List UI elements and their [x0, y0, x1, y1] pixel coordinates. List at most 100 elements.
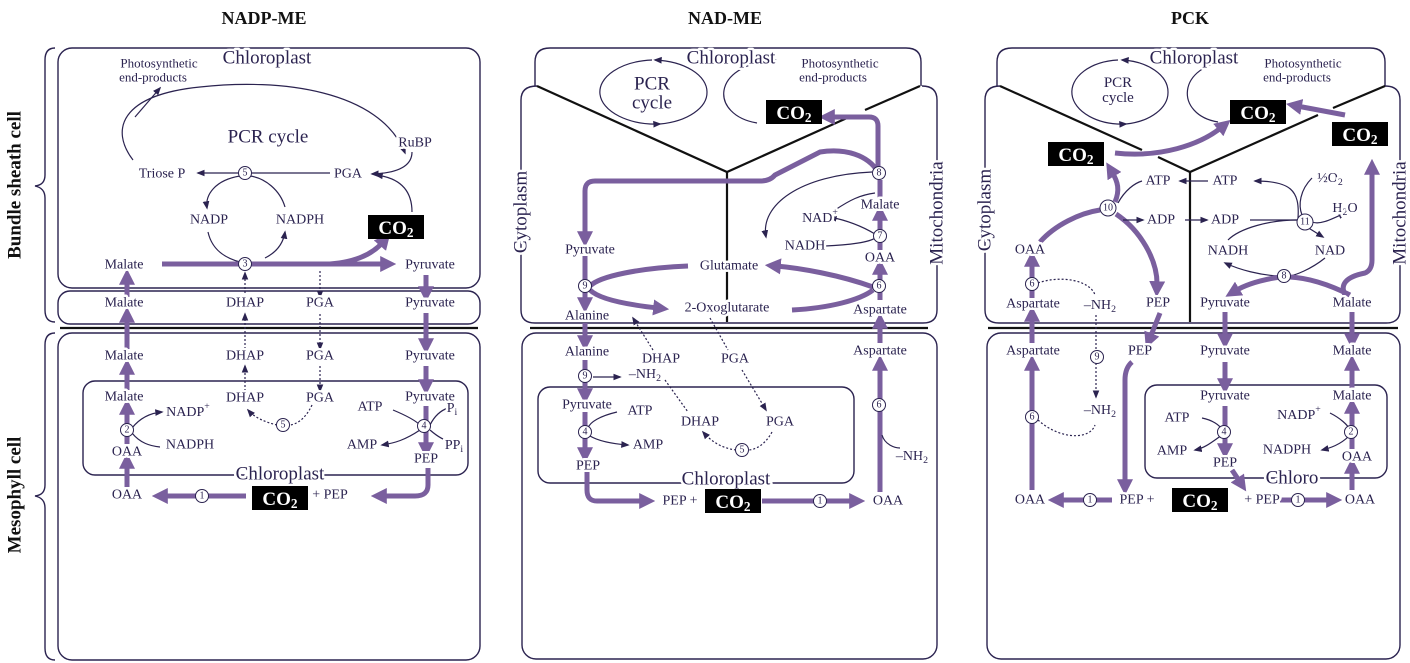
formula-base: P: [447, 401, 455, 416]
arrow: [1253, 177, 1299, 219]
chloroplast-boundary: [864, 84, 921, 112]
formula-subscript: 2: [1087, 152, 1094, 167]
pyruvate-label: Pyruvate: [405, 258, 455, 273]
atp-label: ATP: [1213, 174, 1238, 189]
enzyme-step-3: 3: [238, 257, 252, 271]
enzyme-number: 6: [1030, 279, 1035, 290]
mesophyll-chloroplast: [1144, 384, 1388, 479]
chloroplast-label: Chloroplast: [236, 464, 325, 485]
co2-box-background: [1048, 142, 1104, 166]
co2-box: CO2: [1230, 100, 1286, 125]
amp-label: AMP: [633, 438, 664, 453]
pep-label: PEP: [1128, 344, 1152, 359]
chloroplast-boundary: [1332, 84, 1386, 110]
connector-line: [1037, 278, 1096, 296]
p1-label: NADP-ME: [222, 8, 307, 28]
enzyme-circle: [1025, 410, 1039, 424]
p2-label: NAD-ME: [688, 8, 762, 28]
flux-arrow: [576, 148, 881, 248]
enzyme-number: 5: [281, 420, 286, 431]
enzyme-circle: [735, 443, 749, 457]
malate-label: Malate: [105, 390, 144, 405]
nadh-label: NADH: [785, 239, 825, 254]
formula-base: CO: [776, 103, 805, 124]
co2-box: CO2: [1172, 488, 1228, 513]
enzyme-step-4: 4: [578, 425, 592, 439]
enzyme-circle: [1217, 425, 1231, 439]
mesophyll-cell: [57, 332, 481, 661]
chloroplast-label: Chloroplast: [223, 48, 312, 69]
enzyme-circle: [238, 257, 252, 271]
cycle-label: cycle: [1102, 90, 1134, 106]
photosynthetic-label: Photosynthetic: [120, 56, 198, 71]
enzyme-circle: [1291, 493, 1305, 507]
pyruvate-label: Pyruvate: [1200, 344, 1250, 359]
connector-line: [1227, 219, 1298, 241]
arrow: [589, 435, 630, 448]
formula-base: –NH: [1083, 403, 1111, 418]
pyruvate-label: Pyruvate: [1200, 296, 1250, 311]
malate-label: Malate: [105, 296, 144, 311]
enzyme-circle: [417, 419, 431, 433]
connector-line: [881, 434, 901, 449]
oaa-label: OAA: [1342, 450, 1373, 465]
formula-base: ½O: [1317, 171, 1338, 186]
enzyme-number: 7: [878, 231, 883, 242]
enzyme-number: 8: [877, 168, 882, 179]
enzyme-step-2: 2: [1344, 425, 1358, 439]
enzyme-step-8: 8: [872, 166, 886, 180]
chloro-label: Chloro: [1266, 468, 1319, 489]
connector-line: [1037, 419, 1096, 437]
connector-line: [392, 409, 421, 426]
bundle-sheath-cell: [984, 85, 1401, 324]
enzyme-step-5: 5: [238, 166, 252, 180]
pep-label: PEP: [1213, 456, 1237, 471]
co2-box-background: [1332, 122, 1388, 146]
plus-pep-label: + PEP: [1244, 493, 1280, 508]
formula-subscript: 2: [805, 110, 812, 125]
arrow: [1320, 435, 1350, 452]
formula-base: PP: [445, 438, 461, 453]
enzyme-step-6: 6: [1025, 410, 1039, 424]
nadp-plus-formula: NADP+: [166, 401, 210, 420]
ppi-formula: PPi: [445, 438, 464, 455]
formula-base: CO: [1240, 103, 1269, 124]
malate-label: Malate: [105, 258, 144, 273]
formula-subscript: 2: [407, 225, 414, 240]
mitochondria-label: Mitochondria: [1390, 161, 1410, 265]
enzyme-circle: [1344, 425, 1358, 439]
p3-label: PCK: [1171, 8, 1209, 28]
flux-arrow: [370, 468, 431, 505]
cytoplasm-label: Cytoplasm: [975, 169, 996, 252]
co2-box-background: [705, 489, 761, 513]
connector-line: [659, 91, 708, 125]
dotted-arrow: [741, 369, 767, 412]
flux-arrow: [1225, 274, 1281, 297]
connector-line: [207, 231, 241, 263]
dhap-label: DHAP: [681, 415, 719, 430]
formula-base: CO: [715, 492, 744, 513]
aspartate-label: Aspartate: [853, 344, 907, 359]
pyruvate-label: Pyruvate: [1200, 389, 1250, 404]
formula-base: CO: [262, 489, 291, 510]
flux-arrow: [1285, 99, 1346, 118]
co2-formula: CO2: [715, 492, 751, 514]
pga-label: PGA: [306, 349, 335, 364]
oaa-label: OAA: [1015, 493, 1046, 508]
enzyme-number: 5: [243, 168, 248, 179]
malate-label: Malate: [1333, 389, 1372, 404]
arrow: [429, 429, 454, 445]
h2o-formula: H2O: [1332, 201, 1357, 218]
mesophyll-cell: [986, 332, 1401, 660]
dhap-label: DHAP: [226, 296, 264, 311]
arrow: [1186, 57, 1234, 123]
atp-label: ATP: [1165, 411, 1190, 426]
formula-superscript: +: [204, 401, 210, 412]
pyruvate-label: Pyruvate: [405, 349, 455, 364]
nad-label: NAD: [1315, 244, 1345, 259]
flux-arrow: [588, 288, 670, 316]
enzyme-circle: [578, 369, 592, 383]
triose-p-label: Triose P: [139, 167, 186, 182]
nh2-formula: –NH2: [1083, 298, 1116, 315]
formula-subscript: 2: [1371, 132, 1378, 147]
